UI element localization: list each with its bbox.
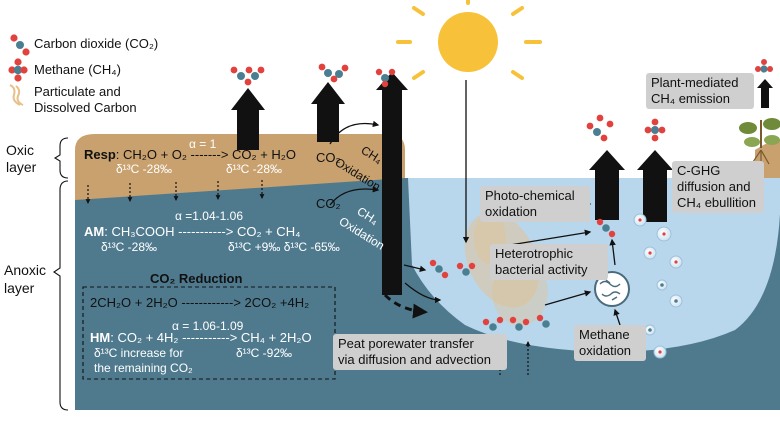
- plant-mediated-emission-box: Plant-mediated CH₄ emission: [646, 73, 754, 109]
- plant-mediated-line-1: Plant-mediated: [651, 75, 739, 90]
- c-ghg-line-3: CH₄ ebullition: [677, 195, 757, 210]
- resp-d13c-right: δ¹³C -28‰: [226, 162, 283, 176]
- hm-equation: HM: CO₂ + 4H₂ -----------> CH₄ + 2H₂O: [90, 330, 312, 345]
- oxic-layer-label-2: layer: [6, 159, 37, 175]
- am-d13c-right: δ¹³C +9‰ δ¹³C -65‰: [228, 240, 340, 254]
- plant-mediated-line-2: CH₄ emission: [651, 91, 730, 106]
- anoxic-layer-label-1: Anoxic: [4, 262, 47, 278]
- methane-oxidation-line-2: oxidation: [579, 343, 632, 358]
- hm-note-2: the remaining CO₂: [94, 361, 193, 375]
- hm-note-1: δ¹³C increase for: [94, 346, 184, 360]
- peat-porewater-line-2: via diffusion and advection: [338, 352, 491, 367]
- co2-mid-label: CO₂: [316, 196, 341, 211]
- heterotrophic-activity-box: Heterotrophic bacterial activity: [490, 244, 608, 280]
- legend-carbon-label-2: Dissolved Carbon: [34, 100, 137, 115]
- peat-porewater-box: Peat porewater transfer via diffusion an…: [333, 334, 507, 370]
- am-d13c-left: δ¹³C -28‰: [101, 240, 158, 254]
- sun: [396, 0, 542, 80]
- heterotrophic-activity-line-2: bacterial activity: [495, 262, 588, 277]
- photo-chemical-oxidation-box: Photo-chemical oxidation: [480, 186, 590, 222]
- peat-porewater-line-1: Peat porewater transfer: [338, 336, 474, 351]
- hm-d13c: δ¹³C -92‰: [236, 346, 293, 360]
- co2-reduction-box: [82, 286, 336, 380]
- bacteria-cell: [594, 271, 630, 307]
- c-ghg-diffusion-box: C-GHG diffusion and CH₄ ebullition: [672, 161, 764, 213]
- oxic-layer-label-1: Oxic: [6, 142, 34, 158]
- emitted-molecules: [230, 59, 773, 142]
- co2-reduction-title: CO₂ Reduction: [150, 271, 243, 286]
- ebullition-bubbles: [633, 213, 683, 359]
- c-ghg-line-1: C-GHG: [677, 163, 721, 178]
- co2-oxidation-co2: CO₂: [316, 150, 341, 165]
- methane-oxidation-line-1: Methane: [579, 327, 630, 342]
- heterotrophic-activity-line-1: Heterotrophic: [495, 246, 574, 261]
- legend-ch4-label: Methane (CH₄): [34, 62, 121, 77]
- anoxic-layer-label-2: layer: [4, 280, 35, 296]
- legend-co2-label: Carbon dioxide (CO₂): [34, 36, 159, 51]
- methane-oxidation-box: Methane oxidation: [574, 325, 646, 361]
- legend-ch4-icon: [8, 58, 28, 82]
- co2-reduction-eq1: 2CH₂O + 2H₂O ------------> 2CO₂ +4H₂: [90, 295, 310, 310]
- photo-chemical-oxidation-line-2: oxidation: [485, 204, 538, 219]
- porewater-arrow: [383, 293, 428, 319]
- resp-d13c-left: δ¹³C -28‰: [116, 162, 173, 176]
- legend-carbon-label-1: Particulate and: [34, 84, 121, 99]
- c-ghg-line-2: diffusion and: [677, 179, 751, 194]
- oxic-soil-layer: [75, 134, 405, 200]
- anoxic-brace: [53, 180, 69, 411]
- oxic-brace: [53, 137, 69, 179]
- resp-equation: Resp: CH₂O + O₂ -------> CO₂ + H₂O: [84, 147, 296, 162]
- hm-alpha: α = 1.06-1.09: [172, 319, 244, 333]
- legend-carbon-icon: [9, 84, 24, 106]
- plant: [739, 118, 780, 166]
- flux-arrows: [231, 72, 773, 295]
- water-molecules: [429, 218, 616, 331]
- legend-co2-icon: [10, 34, 30, 56]
- am-alpha: α =1.04-1.06: [175, 209, 243, 223]
- am-equation: AM: CH₃COOH -----------> CO₂ + CH₄: [84, 224, 301, 239]
- photo-chemical-oxidation-line-1: Photo-chemical: [485, 188, 575, 203]
- resp-alpha: α = 1: [189, 137, 217, 151]
